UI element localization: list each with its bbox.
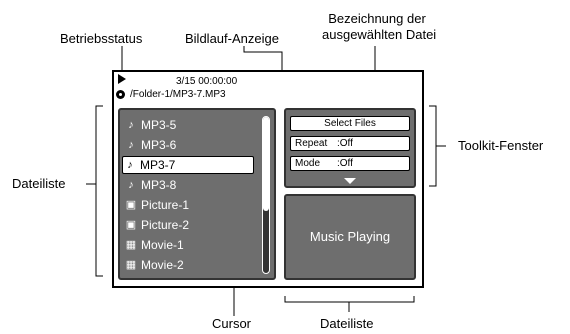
list-item[interactable]: ▦ Movie-1 [124,236,252,254]
label-dateiliste-bottom: Dateiliste [320,316,374,331]
picture-icon: ▣ [125,219,137,231]
list-item[interactable]: ♪ MP3-6 [124,136,252,154]
movie-icon: ▦ [125,259,137,271]
select-files-button[interactable]: Select Files [290,116,410,131]
repeat-value: :Off [337,138,353,149]
mode-value: :Off [337,158,353,169]
music-note-icon: ♪ [128,119,134,131]
track-counter: 3/15 00:00:00 [176,76,238,87]
label-bezeichnung-line2: ausgewählten Datei [322,27,437,42]
disc-icon [116,90,125,99]
label-betriebsstatus: Betriebsstatus [60,31,143,46]
file-name: Picture-2 [141,218,190,232]
playback-info-panel: Music Playing [284,194,416,280]
label-dateiliste-left: Dateiliste [12,176,66,191]
play-icon [118,74,126,84]
label-cursor: Cursor [212,316,252,331]
file-name: Movie-2 [141,258,184,272]
scroll-thumb[interactable] [263,117,269,211]
triangle-down-icon[interactable] [344,178,356,184]
picture-icon: ▣ [125,199,137,211]
label-bezeichnung-datei: Bezeichnung der ausgewählten Datei [322,11,437,43]
file-name: MP3-5 [141,118,177,132]
scroll-indicator[interactable] [262,116,270,274]
mode-label: Mode [295,158,321,169]
file-list[interactable]: ♪ MP3-5 ♪ MP3-6 ♪ MP3-7 ♪ MP3-8 ▣ Pictur… [118,108,276,280]
list-item-selected-cursor[interactable]: ♪ MP3-7 [122,156,254,174]
list-item[interactable]: ♪ MP3-5 [124,116,252,134]
playback-status-text: Music Playing [309,229,391,244]
file-name: Picture-1 [141,198,190,212]
file-name: MP3-7 [140,158,176,172]
file-name: MP3-8 [141,178,177,192]
music-note-icon: ♪ [128,139,134,151]
list-item[interactable]: ▣ Picture-2 [124,216,252,234]
repeat-option[interactable]: Repeat :Off [290,136,410,151]
selected-file-path: /Folder-1/MP3-7.MP3 [130,89,226,100]
list-item[interactable]: ▦ Movie-2 [124,256,252,274]
repeat-label: Repeat [295,138,328,149]
file-name: Movie-1 [141,238,184,252]
file-name: MP3-6 [141,138,177,152]
music-note-icon: ♪ [127,159,133,171]
label-bildlauf-anzeige: Bildlauf-Anzeige [185,31,279,46]
list-item[interactable]: ♪ MP3-8 [124,176,252,194]
music-note-icon: ♪ [128,179,134,191]
list-item[interactable]: ▣ Picture-1 [124,196,252,214]
toolkit-window: Select Files Repeat :Off Mode :Off [284,108,416,188]
label-toolkit-fenster: Toolkit-Fenster [458,138,544,153]
operation-status: 3/15 00:00:00 /Folder-1/MP3-7.MP3 [116,72,416,106]
movie-icon: ▦ [125,239,137,251]
label-bezeichnung-line1: Bezeichnung der [328,11,426,26]
mode-option[interactable]: Mode :Off [290,156,410,171]
